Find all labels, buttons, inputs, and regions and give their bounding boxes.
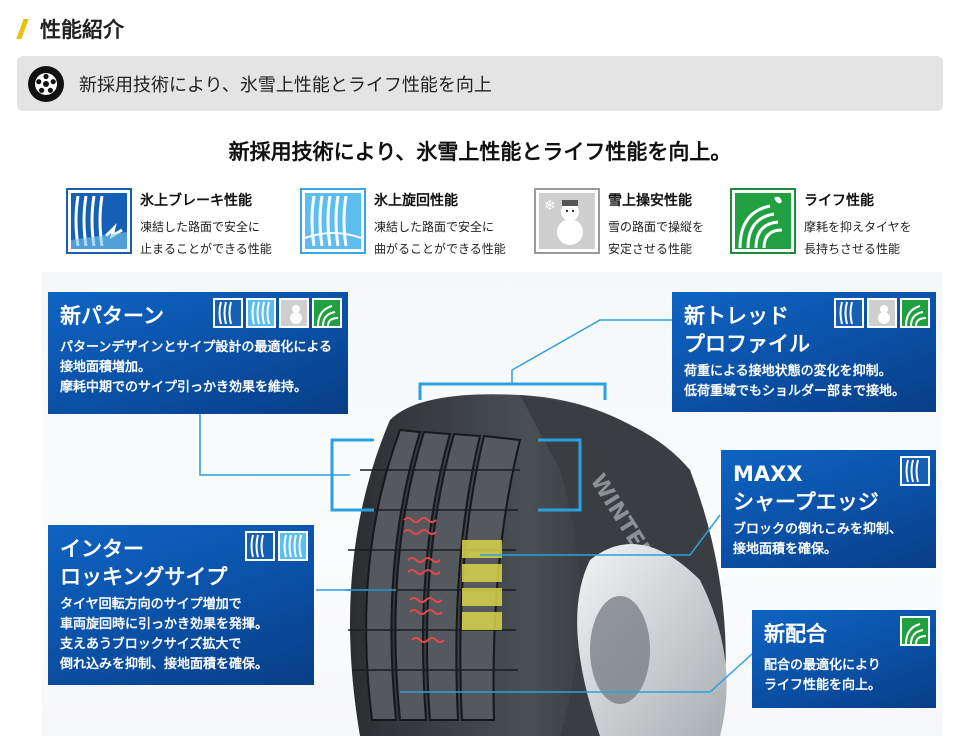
- feature-desc: 摩耗中期でのサイプ引っかき効果を維持。: [60, 380, 308, 395]
- feature-new-compound: 新配合 配合の最適化により ライフ性能を向上。: [752, 610, 936, 708]
- section-title: 性能紹介: [40, 18, 124, 42]
- feature-title: 新パターン: [60, 304, 164, 328]
- banner-text: 新採用技術により、氷雪上性能とライフ性能を向上: [79, 74, 492, 96]
- feature-icons: [900, 616, 930, 646]
- feature-desc: ライフ性能を向上。: [764, 678, 882, 693]
- feature-desc: 倒れ込みを抑制、接地面積を確保。: [60, 657, 269, 672]
- feature-desc: 低荷重域でもショルダー部まで接地。: [684, 384, 906, 399]
- performance-title: 雪上操安性能: [608, 193, 692, 209]
- snow-handling-icon: ❄: [534, 188, 600, 254]
- performance-title: 氷上ブレーキ性能: [140, 193, 252, 209]
- performance-desc: 曲がることができる性能: [374, 242, 506, 256]
- feature-interlocking-sipe: インター ロッキングサイプ タイヤ回転方向のサイプ増加で 車両旋回時に引っかき効…: [48, 525, 314, 685]
- feature-title: ロッキングサイプ: [60, 565, 228, 589]
- ice-cornering-icon: [278, 531, 308, 561]
- snow-handling-icon: [279, 298, 309, 328]
- feature-desc: 荷重による接地状態の変化を抑制。: [684, 364, 892, 379]
- feature-title: 新トレッド: [684, 304, 789, 328]
- ice-brake-icon: [213, 298, 243, 328]
- svg-text:❄: ❄: [544, 198, 556, 214]
- performance-item-snow-handling: ❄ 雪上操安性能 雪の路面で操縦を 安定させる性能: [534, 188, 704, 260]
- ice-brake-icon: [900, 456, 930, 486]
- ice-brake-icon: [834, 298, 864, 328]
- performance-item-ice-cornering: 氷上旋回性能 凍結した路面で安全に 曲がることができる性能: [300, 188, 506, 260]
- feature-desc: タイヤ回転方向のサイプ増加で: [60, 597, 242, 612]
- performance-desc: 凍結した路面で安全に: [374, 220, 495, 234]
- feature-desc: 接地面積を確保。: [733, 542, 838, 557]
- snow-handling-icon: [867, 298, 897, 328]
- performance-desc: 摩耗を抑えタイヤを: [804, 220, 912, 234]
- feature-icons: [834, 298, 930, 328]
- feature-new-pattern: 新パターン パターンデザインとサイプ設計の最適化による 接地面積増加。 摩耗中期…: [48, 292, 348, 414]
- performance-desc: 凍結した路面で安全に: [140, 220, 261, 234]
- ice-cornering-icon: [300, 188, 366, 254]
- yellow-slash-icon: [16, 18, 30, 40]
- feature-title: MAXX: [733, 462, 803, 486]
- feature-desc: パターンデザインとサイプ設計の最適化による: [60, 340, 332, 355]
- performance-desc: 雪の路面で操縦を: [608, 220, 705, 234]
- feature-title: シャープエッジ: [733, 490, 879, 514]
- performance-title: ライフ性能: [804, 193, 874, 209]
- performance-desc: 長持ちさせる性能: [804, 242, 901, 256]
- ice-cornering-icon: [246, 298, 276, 328]
- feature-icons: [213, 298, 342, 328]
- ice-brake-icon: [66, 188, 132, 254]
- performance-desc: 安定させる性能: [608, 242, 693, 256]
- feature-icons: [900, 456, 930, 486]
- ice-brake-icon: [245, 531, 275, 561]
- tire-life-icon: [730, 188, 796, 254]
- feature-title: インター: [60, 537, 144, 561]
- summary-banner: 新採用技術により、氷雪上性能とライフ性能を向上: [17, 56, 943, 111]
- tire-life-icon: [312, 298, 342, 328]
- feature-icons: [245, 531, 308, 561]
- performance-item-ice-brake: 氷上ブレーキ性能 凍結した路面で安全に 止まることができる性能: [66, 188, 272, 260]
- feature-new-tread-profile: 新トレッド プロファイル 荷重による接地状態の変化を抑制。 低荷重域でもショルダ…: [672, 292, 936, 412]
- feature-desc: 配合の最適化により: [764, 658, 881, 673]
- headline: 新採用技術により、氷雪上性能とライフ性能を向上。: [228, 140, 732, 164]
- feature-desc: 支えあうブロックサイズ拡大で: [60, 637, 242, 652]
- performance-title: 氷上旋回性能: [374, 193, 458, 209]
- feature-title: プロファイル: [684, 332, 810, 356]
- feature-desc: 接地面積増加。: [60, 360, 152, 375]
- feature-desc: 車両旋回時に引っかき効果を発揮。: [60, 617, 269, 632]
- performance-item-tire-life: ライフ性能 摩耗を抑えタイヤを 長持ちさせる性能: [730, 188, 912, 260]
- feature-maxx-sharp-edge: MAXX シャープエッジ ブロックの倒れこみを抑制、 接地面積を確保。: [721, 450, 936, 568]
- section-header: 性能紹介: [16, 12, 124, 46]
- feature-title: 新配合: [764, 622, 827, 646]
- tire-life-icon: [900, 616, 930, 646]
- tire-life-icon: [900, 298, 930, 328]
- tire-wheel-icon: [28, 65, 64, 102]
- performance-desc: 止まることができる性能: [140, 242, 272, 256]
- feature-desc: ブロックの倒れこみを抑制、: [733, 522, 903, 537]
